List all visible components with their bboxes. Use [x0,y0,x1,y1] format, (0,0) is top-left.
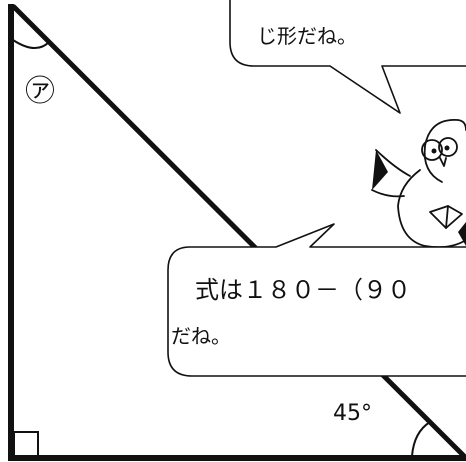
top-angle-arc [12,39,50,49]
right-triangle [8,4,466,461]
triangle-hypotenuse [11,4,466,460]
top-bubble-text: じ形だね。 [257,24,357,48]
bottom-right-angle-arc [411,421,431,457]
bottom-bubble-line1: 式は１８０－（９０ [195,276,411,304]
top-speech-bubble: じ形だね。 [229,0,466,114]
right-angle-mark [13,431,39,457]
bottom-bubble-line2: だね。 [171,324,231,348]
bottom-speech-bubble: 式は１８０－（９０ だね。 [167,223,466,377]
angle-45-label: 45° [333,401,372,426]
angle-a-marker: ㋐ [25,74,55,109]
